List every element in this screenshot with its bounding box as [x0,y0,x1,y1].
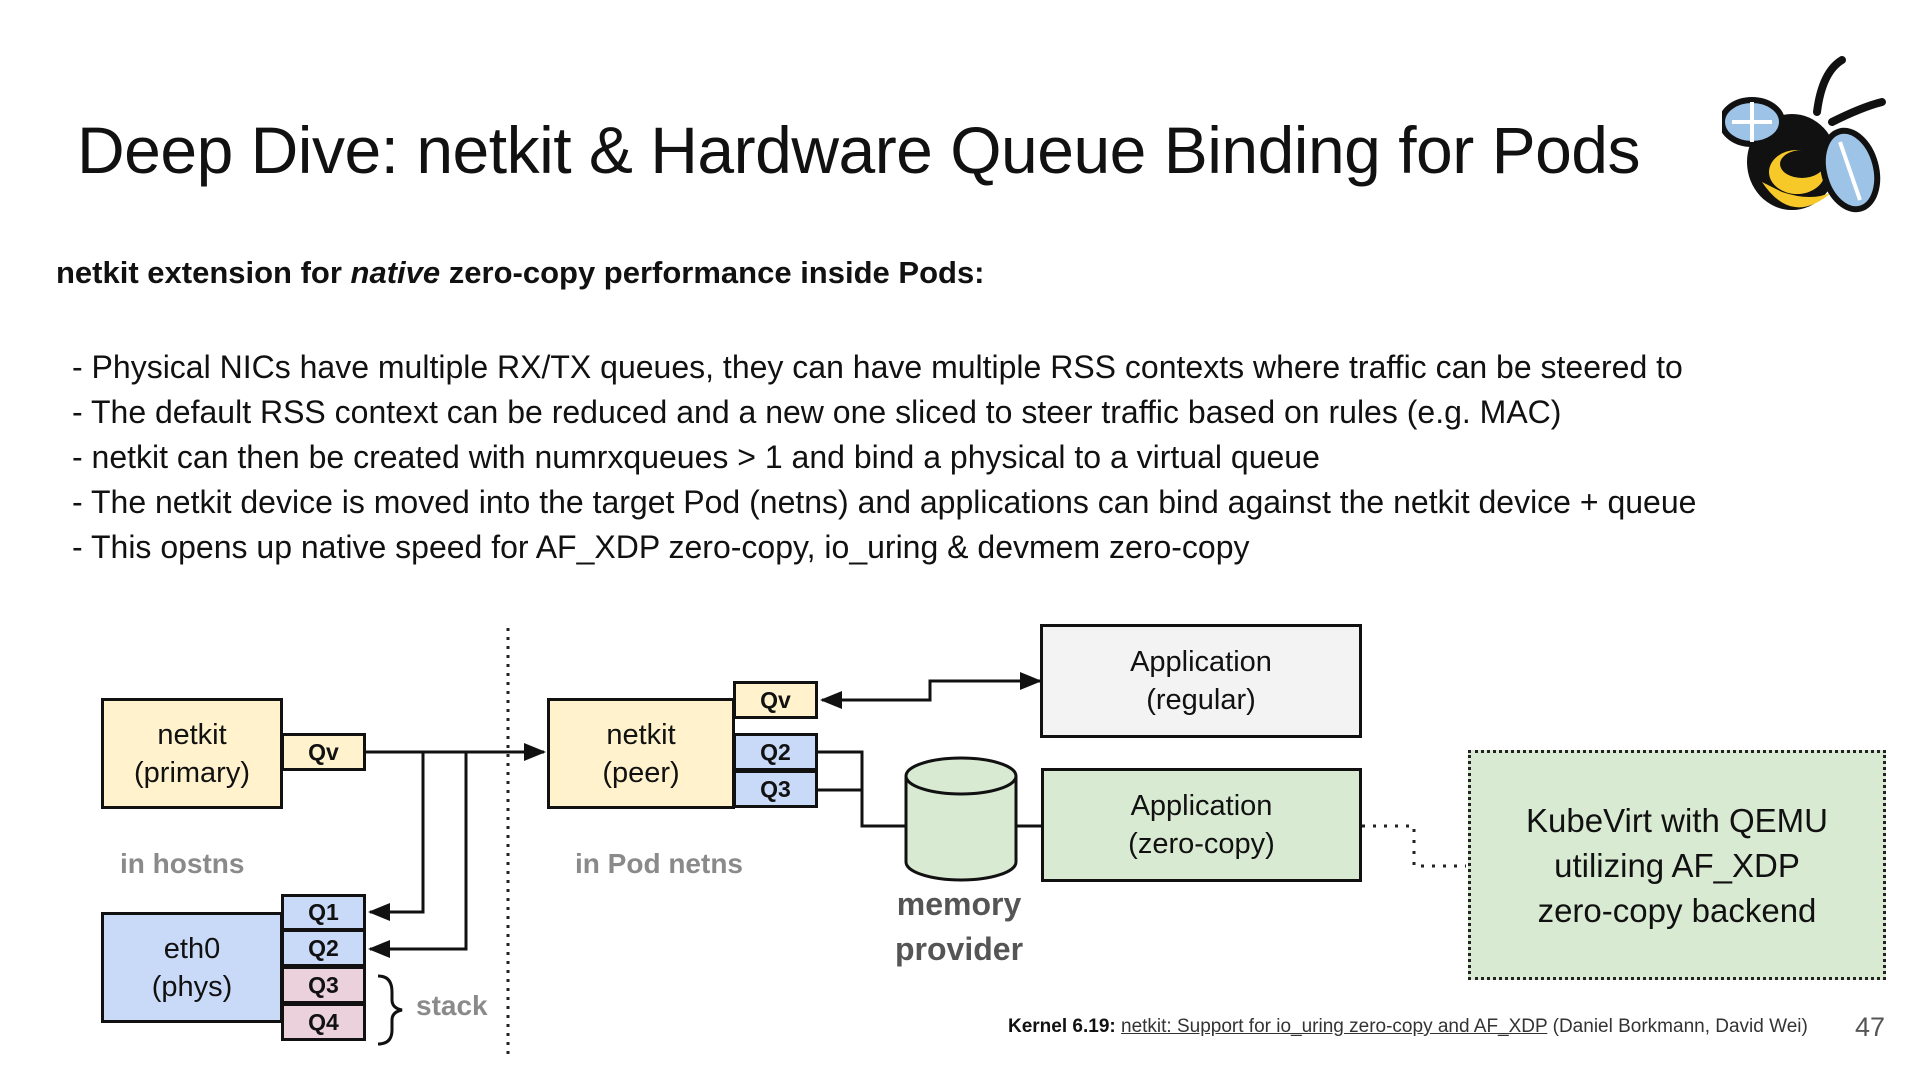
kubevirt-dotted-connector [1362,824,1466,868]
eth0-q3: Q3 [281,966,366,1004]
q2-arrow [368,752,468,958]
footer-reference: Kernel 6.19: netkit: Support for io_urin… [1008,1016,1808,1037]
netkit-peer-q3: Q3 [733,770,818,808]
bullet-item: - The default RSS context can be reduced… [72,394,1562,430]
podns-label: in Pod netns [575,848,743,879]
stack-label: stack [416,990,488,1021]
page-number: 47 [1855,1012,1886,1042]
netkit-primary-box: netkit (primary) [101,698,283,809]
bullet-list: - Physical NICs have multiple RX/TX queu… [72,345,1696,570]
netkit-peer-q2: Q2 [733,733,818,771]
slide-title: Deep Dive: netkit & Hardware Queue Bindi… [77,113,1641,187]
eth0-box: eth0 (phys) [101,912,283,1023]
eth0-q1: Q1 [281,894,366,931]
bee-icon [1722,56,1886,213]
bullet-item: - Physical NICs have multiple RX/TX queu… [72,349,1683,385]
hostns-label: in hostns [120,848,245,879]
bullet-item: - The netkit device is moved into the ta… [72,484,1697,520]
bullet-item: - This opens up native speed for AF_XDP … [72,529,1250,565]
memory-provider-label: memory provider [895,886,1024,967]
q1-arrow [368,752,425,921]
reference-link[interactable]: netkit: Support for io_uring zero-copy a… [1121,1016,1548,1037]
kubevirt-box: KubeVirt with QEMU utilizing AF_XDP zero… [1468,750,1886,980]
memory-cylinder-icon [904,756,1018,882]
app-zerocopy-box: Application (zero-copy) [1041,768,1362,882]
netkit-primary-qv: Qv [281,733,366,771]
subtitle: netkit extension for native zero-copy pe… [56,255,985,290]
netkit-peer-qv: Qv [733,681,818,719]
eth0-q2: Q2 [281,929,366,967]
stack-brace-icon [377,974,403,1046]
netkit-peer-box: netkit (peer) [547,698,735,809]
app-regular-box: Application (regular) [1040,624,1362,738]
qv-to-app-arrow [820,672,1042,709]
eth0-q4: Q4 [281,1003,366,1041]
bullet-item: - netkit can then be created with numrxq… [72,439,1320,475]
